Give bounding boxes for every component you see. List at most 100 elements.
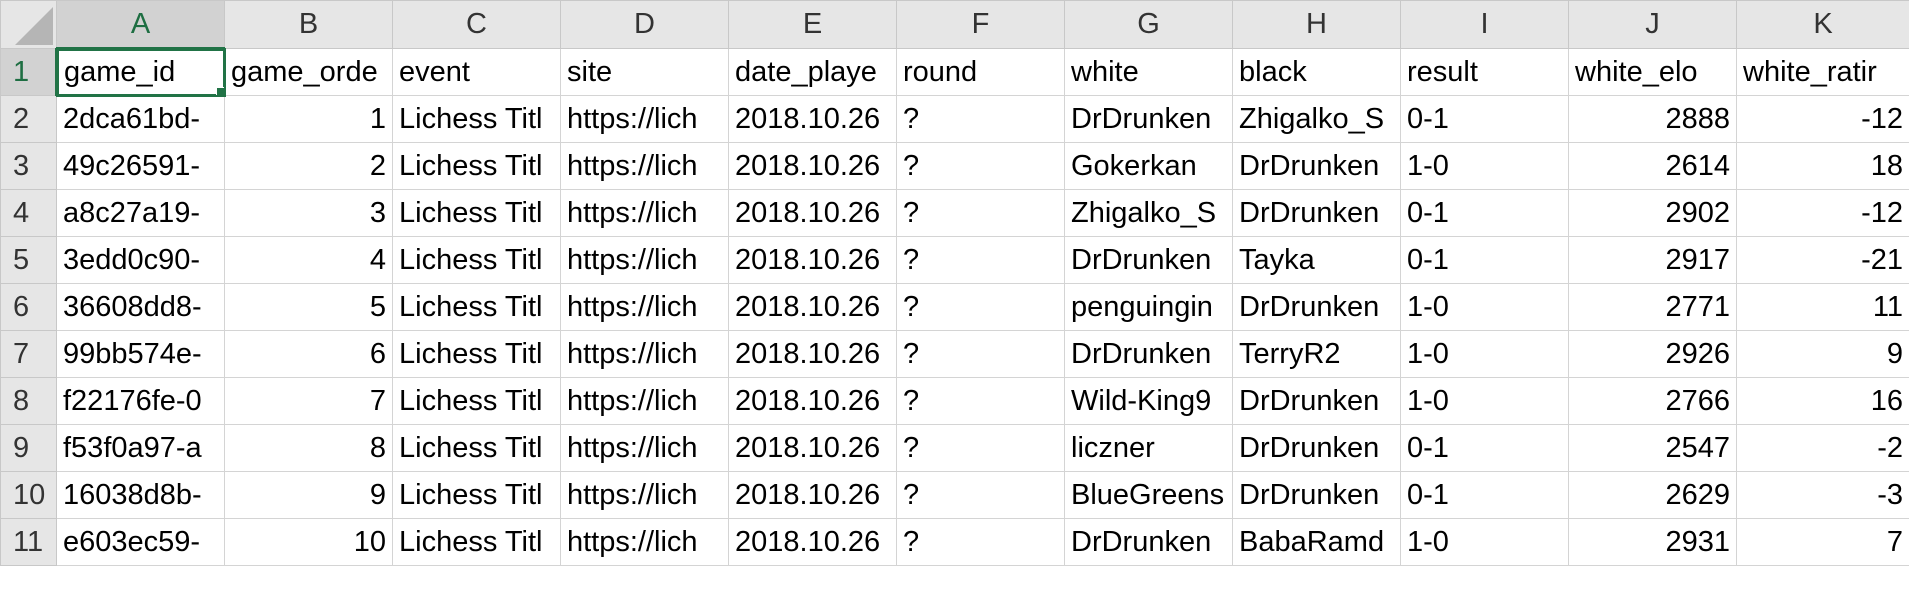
cell-a8[interactable]: f22176fe-0 [56,377,225,425]
cell-k5[interactable]: -21 [1736,236,1909,284]
cell-i3[interactable]: 1-0 [1400,142,1569,190]
cell-c10[interactable]: Lichess Titl [392,471,561,519]
row-header-8[interactable]: 8 [0,377,57,425]
cell-e11[interactable]: 2018.10.26 [728,518,897,566]
cell-i1[interactable]: result [1400,48,1569,96]
cell-f5[interactable]: ? [896,236,1065,284]
cell-e3[interactable]: 2018.10.26 [728,142,897,190]
cell-f10[interactable]: ? [896,471,1065,519]
cell-c2[interactable]: Lichess Titl [392,95,561,143]
cell-g6[interactable]: penguingin [1064,283,1233,331]
cell-h11[interactable]: BabaRamd [1232,518,1401,566]
cell-j10[interactable]: 2629 [1568,471,1737,519]
row-header-7[interactable]: 7 [0,330,57,378]
cell-j5[interactable]: 2917 [1568,236,1737,284]
cell-d6[interactable]: https://lich [560,283,729,331]
cell-h4[interactable]: DrDrunken [1232,189,1401,237]
cell-b3[interactable]: 2 [224,142,393,190]
cell-a7[interactable]: 99bb574e- [56,330,225,378]
cell-b11[interactable]: 10 [224,518,393,566]
cell-c3[interactable]: Lichess Titl [392,142,561,190]
cell-i6[interactable]: 1-0 [1400,283,1569,331]
cell-j3[interactable]: 2614 [1568,142,1737,190]
cell-j7[interactable]: 2926 [1568,330,1737,378]
cell-f1[interactable]: round [896,48,1065,96]
fill-handle[interactable] [216,87,224,95]
cell-d11[interactable]: https://lich [560,518,729,566]
cell-c9[interactable]: Lichess Titl [392,424,561,472]
cell-b6[interactable]: 5 [224,283,393,331]
cell-g5[interactable]: DrDrunken [1064,236,1233,284]
cell-h5[interactable]: Tayka [1232,236,1401,284]
row-header-3[interactable]: 3 [0,142,57,190]
cell-g1[interactable]: white [1064,48,1233,96]
cell-a10[interactable]: 16038d8b- [56,471,225,519]
cell-d4[interactable]: https://lich [560,189,729,237]
cell-k3[interactable]: 18 [1736,142,1909,190]
cell-f7[interactable]: ? [896,330,1065,378]
cell-c6[interactable]: Lichess Titl [392,283,561,331]
select-all-corner[interactable] [0,0,57,49]
cell-i5[interactable]: 0-1 [1400,236,1569,284]
cell-h7[interactable]: TerryR2 [1232,330,1401,378]
cell-d1[interactable]: site [560,48,729,96]
column-header-i[interactable]: I [1400,0,1569,49]
row-header-2[interactable]: 2 [0,95,57,143]
cell-j9[interactable]: 2547 [1568,424,1737,472]
cell-c5[interactable]: Lichess Titl [392,236,561,284]
cell-h9[interactable]: DrDrunken [1232,424,1401,472]
cell-k8[interactable]: 16 [1736,377,1909,425]
cell-b2[interactable]: 1 [224,95,393,143]
cell-i10[interactable]: 0-1 [1400,471,1569,519]
cell-e8[interactable]: 2018.10.26 [728,377,897,425]
cell-d10[interactable]: https://lich [560,471,729,519]
cell-k4[interactable]: -12 [1736,189,1909,237]
cell-b10[interactable]: 9 [224,471,393,519]
cell-h2[interactable]: Zhigalko_S [1232,95,1401,143]
cell-a4[interactable]: a8c27a19- [56,189,225,237]
cell-j2[interactable]: 2888 [1568,95,1737,143]
cell-j8[interactable]: 2766 [1568,377,1737,425]
row-header-10[interactable]: 10 [0,471,57,519]
row-header-5[interactable]: 5 [0,236,57,284]
cell-f2[interactable]: ? [896,95,1065,143]
column-header-e[interactable]: E [728,0,897,49]
cell-g7[interactable]: DrDrunken [1064,330,1233,378]
cell-h8[interactable]: DrDrunken [1232,377,1401,425]
cell-d5[interactable]: https://lich [560,236,729,284]
cell-a1[interactable]: game_id [55,47,226,97]
cell-b7[interactable]: 6 [224,330,393,378]
cell-k10[interactable]: -3 [1736,471,1909,519]
cell-d3[interactable]: https://lich [560,142,729,190]
cell-f11[interactable]: ? [896,518,1065,566]
cell-b5[interactable]: 4 [224,236,393,284]
cell-i9[interactable]: 0-1 [1400,424,1569,472]
cell-f9[interactable]: ? [896,424,1065,472]
cell-a6[interactable]: 36608dd8- [56,283,225,331]
row-header-9[interactable]: 9 [0,424,57,472]
cell-e6[interactable]: 2018.10.26 [728,283,897,331]
cell-b8[interactable]: 7 [224,377,393,425]
cell-k6[interactable]: 11 [1736,283,1909,331]
cell-f3[interactable]: ? [896,142,1065,190]
column-header-h[interactable]: H [1232,0,1401,49]
cell-a3[interactable]: 49c26591- [56,142,225,190]
column-header-f[interactable]: F [896,0,1065,49]
cell-h3[interactable]: DrDrunken [1232,142,1401,190]
cell-g4[interactable]: Zhigalko_S [1064,189,1233,237]
cell-i4[interactable]: 0-1 [1400,189,1569,237]
cell-k2[interactable]: -12 [1736,95,1909,143]
cell-d9[interactable]: https://lich [560,424,729,472]
cell-a9[interactable]: f53f0a97-a [56,424,225,472]
cell-d7[interactable]: https://lich [560,330,729,378]
cell-c4[interactable]: Lichess Titl [392,189,561,237]
cell-f6[interactable]: ? [896,283,1065,331]
cell-i2[interactable]: 0-1 [1400,95,1569,143]
cell-j1[interactable]: white_elo [1568,48,1737,96]
cell-i7[interactable]: 1-0 [1400,330,1569,378]
cell-i8[interactable]: 1-0 [1400,377,1569,425]
cell-h10[interactable]: DrDrunken [1232,471,1401,519]
row-header-6[interactable]: 6 [0,283,57,331]
cell-e10[interactable]: 2018.10.26 [728,471,897,519]
cell-k11[interactable]: 7 [1736,518,1909,566]
